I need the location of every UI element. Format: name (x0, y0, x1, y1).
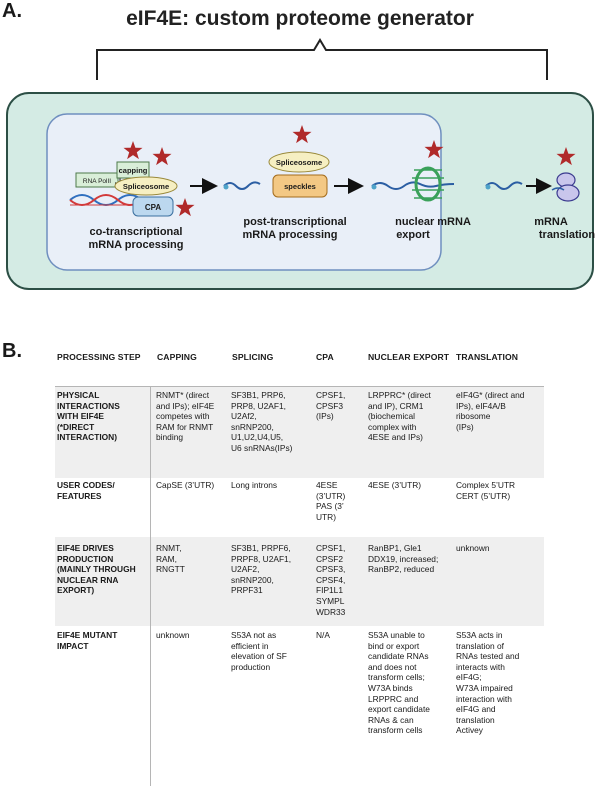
row-eif4e-drives-export: RanBP1, Gle1 DDX19, increased; RanBP2, r… (368, 543, 439, 575)
rna-pol-label: RNA PolII (83, 178, 111, 185)
cpa-label: CPA (145, 203, 162, 212)
row-mutant-impact-splicing: S53A not as efficient in elevation of SF… (231, 630, 287, 672)
row-physical-interactions-splicing: SF3B1, PRP6, PRP8, U2AF1, U2Af2, snRNP20… (231, 390, 293, 453)
row-mutant-impact-export: S53A unable to bind or export candidate … (368, 630, 430, 736)
header-translation: TRANSLATION (456, 352, 519, 362)
row-user-codes-step: USER CODES/ FEATURES (57, 480, 115, 501)
translation-label-1: mRNA (534, 216, 568, 228)
pathway-diagram: RNA PolII capping Spliceosome CPA Splice… (6, 38, 596, 290)
panel-label-b: B. (2, 340, 22, 362)
header-nuclear-export: NUCLEAR EXPORT (368, 352, 450, 362)
row-physical-interactions-capping: RNMT* (direct and IPs); eIF4E competes w… (156, 390, 215, 443)
mrna-strand-1 (223, 181, 261, 190)
star-icon (292, 125, 312, 144)
star-icon (123, 141, 143, 160)
spliceosome-ellipse-1 (114, 176, 178, 196)
rna-pol-box (75, 172, 119, 188)
co-transcriptional-label-1: co-transcriptional (90, 226, 183, 238)
co-transcriptional-label-2: mRNA processing (89, 239, 184, 251)
speckles-label: speckles (284, 182, 316, 191)
spliceosome-ellipse-2 (268, 151, 330, 173)
post-transcriptional-label-1: post-transcriptional (243, 216, 346, 228)
table-row-band (55, 386, 544, 478)
row-mutant-impact-capping: unknown (156, 630, 190, 640)
header-capping: CAPPING (157, 352, 197, 362)
row-physical-interactions-export: LRPPRC* (direct and IP), CRM1 (biochemic… (368, 390, 431, 443)
star-icon (424, 140, 444, 159)
interaction-table: PROCESSING STEP CAPPING SPLICING CPA NUC… (0, 340, 600, 787)
star-icon (175, 198, 195, 217)
mrna-strand-3 (485, 181, 523, 190)
ribosome (551, 172, 580, 202)
nuclear-export-label-1: nuclear mRNA (395, 216, 471, 228)
header-processing-step: PROCESSING STEP (57, 352, 141, 362)
row-eif4e-drives-cpa: CPSF1, CPSF2 CPSF3, CPSF4, FIP1L1 SYMPL … (316, 543, 346, 617)
title-bracket (96, 38, 548, 80)
nuclear-export-label-2: export (396, 229, 430, 241)
cpa-box (132, 196, 174, 217)
spliceosome-label-2: Spliceosome (276, 158, 322, 167)
row-eif4e-drives-step: EIF4E DRIVES PRODUCTION (MAINLY THROUGH … (57, 543, 136, 596)
capping-label: capping (119, 166, 148, 175)
row-mutant-impact-translation: S53A acts in translation of RNAs tested … (456, 630, 520, 736)
row-eif4e-drives-translation: unknown (456, 543, 490, 553)
row-user-codes-splicing: Long introns (231, 480, 278, 490)
header-cpa: CPA (316, 352, 334, 362)
star-icon (556, 147, 576, 166)
mrna-strand-2 (371, 181, 455, 190)
row-eif4e-drives-capping: RNMT, RAM, RNGTT (156, 543, 185, 575)
column-divider (150, 386, 151, 786)
row-physical-interactions-translation: eIF4G* (direct and IPs), eIF4A/B ribosom… (456, 390, 525, 432)
row-user-codes-export: 4ESE (3’UTR) (368, 480, 422, 490)
row-physical-interactions-step: PHYSICAL INTERACTIONS WITH EIF4E (*DIREC… (57, 390, 120, 443)
speckles-box (272, 174, 328, 198)
row-user-codes-capping: CapSE (3’UTR) (156, 480, 215, 490)
nuclear-pore (412, 166, 444, 202)
spliceosome-label-1: Spliceosome (123, 182, 169, 191)
nucleus (46, 113, 442, 271)
row-mutant-impact-step: EIF4E MUTANT IMPACT (57, 630, 118, 651)
post-transcriptional-label-2: mRNA processing (243, 229, 338, 241)
row-user-codes-cpa: 4ESE (3’UTR) PAS (3’ UTR) (316, 480, 346, 522)
figure-title: eIF4E: custom proteome generator (126, 7, 474, 30)
panel-label-a: A. (2, 0, 22, 22)
dna-helix (69, 194, 143, 206)
header-splicing: SPLICING (232, 352, 274, 362)
star-icon (152, 147, 172, 166)
row-eif4e-drives-splicing: SF3B1, PRPF6, PRPF8, U2AF1, U2AF2, snRNP… (231, 543, 292, 596)
row-physical-interactions-cpa: CPSF1, CPSF3 (IPs) (316, 390, 346, 422)
row-user-codes-translation: Complex 5’UTR CERT (5’UTR) (456, 480, 516, 501)
row-mutant-impact-cpa: N/A (316, 630, 330, 640)
table-row-band (55, 537, 544, 626)
translation-label-2: translation (539, 229, 596, 241)
